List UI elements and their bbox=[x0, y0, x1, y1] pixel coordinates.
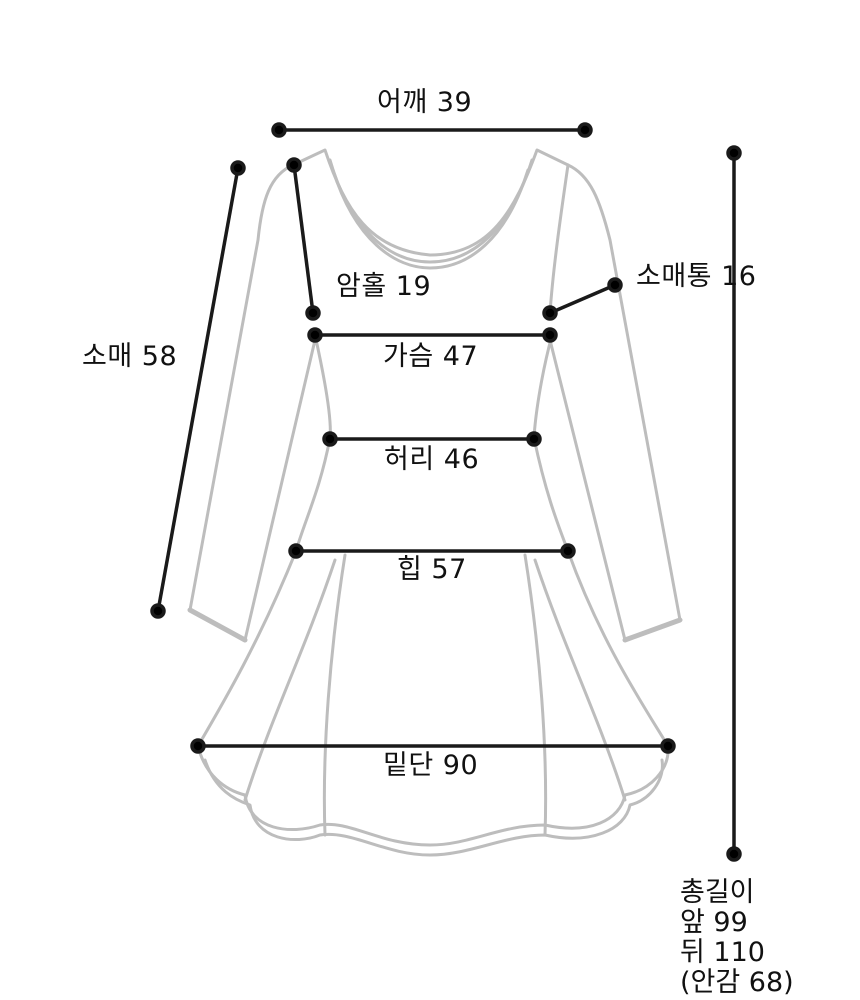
sleeve-width-measure-line bbox=[549, 283, 616, 315]
shoulder-label: 어깨 39 bbox=[377, 87, 473, 118]
armhole-measure-line bbox=[292, 164, 315, 314]
waist-label: 허리 46 bbox=[384, 444, 480, 475]
sleeve-measure-line bbox=[156, 167, 240, 612]
skirt-outline bbox=[196, 549, 670, 847]
total-length-back: 뒤 110 bbox=[680, 937, 765, 968]
sleeve-width-label: 소매통 16 bbox=[636, 261, 757, 292]
hip-label: 힙 57 bbox=[397, 554, 467, 585]
total-length-label: 총길이 앞 99 뒤 110 (안감 68) bbox=[680, 878, 794, 998]
total-length-lining: (안감 68) bbox=[680, 967, 794, 998]
hem-label: 밑단 90 bbox=[383, 750, 479, 781]
armhole-label: 암홀 19 bbox=[336, 271, 432, 302]
left-sleeve-outline bbox=[188, 163, 317, 642]
chest-label: 가슴 47 bbox=[383, 341, 479, 372]
total-length-front: 앞 99 bbox=[680, 907, 748, 938]
total-length-title: 총길이 bbox=[680, 877, 755, 908]
right-sleeve-outline bbox=[548, 163, 682, 642]
sleeve-label: 소매 58 bbox=[82, 341, 178, 372]
